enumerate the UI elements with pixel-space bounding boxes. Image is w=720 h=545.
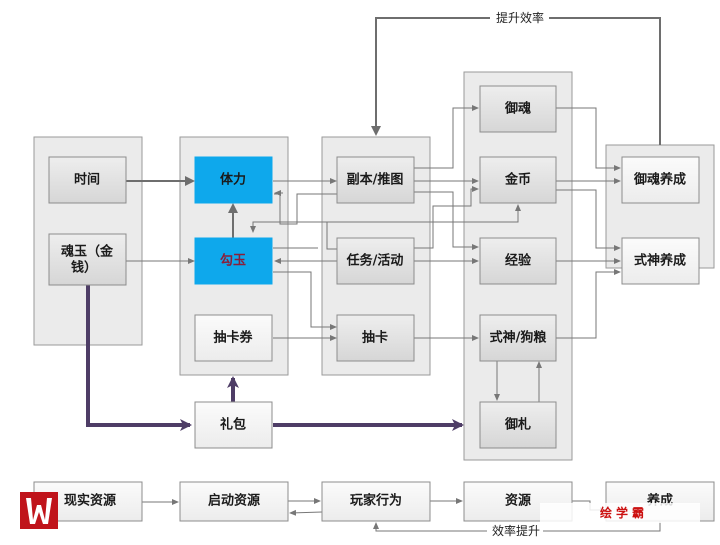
watermark-band [540, 503, 700, 523]
node-yuhun-label: 御魂 [504, 101, 531, 117]
watermark-text: 绘学霸 [600, 505, 648, 520]
legend-loop-left [373, 522, 487, 532]
node-time[interactable]: 时间 [48, 156, 127, 204]
node-shikigami-label: 式神/狗粮 [490, 330, 548, 346]
node-draw-label: 抽卡 [362, 330, 388, 346]
node-magatama-label: 勾玉 [220, 253, 246, 269]
node-yuhun-dev[interactable]: 御魂养成 [621, 156, 700, 204]
edge-shikigami-shikidev [556, 269, 621, 339]
node-ticket[interactable]: 抽卡券 [194, 314, 273, 362]
node-shikigami[interactable]: 式神/狗粮 [479, 314, 557, 362]
node-yuhun[interactable]: 御魂 [479, 85, 557, 133]
edge-yuhun-yuhundev [556, 107, 621, 171]
legend-player-behavior-label: 玩家行为 [350, 493, 402, 509]
node-shiki-dev[interactable]: 式神养成 [621, 237, 700, 285]
legend-resources-label: 资源 [505, 493, 531, 509]
legend-loop-right [543, 520, 661, 532]
node-soul-jade-label-2: 钱） [71, 260, 97, 276]
legend-start-resources-label: 启动资源 [208, 493, 260, 509]
node-quest[interactable]: 任务/活动 [336, 237, 415, 285]
node-exp-label: 经验 [505, 253, 532, 269]
legend-player-behavior: 玩家行为 [321, 481, 431, 522]
node-stamina[interactable]: 体力 [194, 156, 273, 204]
node-shiki-dev-label: 式神养成 [634, 253, 686, 269]
node-draw[interactable]: 抽卡 [336, 314, 415, 362]
node-ofuda[interactable]: 御札 [479, 401, 557, 449]
legend-start-resources: 启动资源 [179, 481, 289, 522]
node-gold[interactable]: 金币 [479, 156, 557, 204]
top-loop-label-bg [490, 10, 549, 26]
node-gold-label: 金币 [504, 172, 531, 188]
node-ofuda-label: 御札 [504, 417, 531, 433]
node-dungeon[interactable]: 副本/推图 [336, 156, 415, 204]
edge-gold-shikidev [556, 189, 621, 251]
edge-dungeon-yuhun [414, 105, 479, 169]
node-magatama[interactable]: 勾玉 [194, 237, 273, 285]
node-dungeon-label: 副本/推图 [347, 172, 404, 188]
edge-top-loop-right [549, 17, 661, 145]
node-exp[interactable]: 经验 [479, 237, 557, 285]
edge-quest-gold [414, 186, 479, 249]
edge-soul-jade-gift [86, 284, 192, 431]
node-soul-jade-label-1: 魂玉（金 [61, 244, 114, 260]
node-gift[interactable]: 礼包 [194, 401, 273, 449]
node-time-label: 时间 [74, 172, 100, 188]
node-gift-label: 礼包 [220, 417, 246, 433]
edge-magatama-draw [273, 271, 337, 330]
node-soul-jade[interactable]: 魂玉（金 钱） [48, 233, 127, 286]
w-logo-icon [20, 492, 58, 529]
top-loop-label: 提升效率 [496, 10, 544, 25]
node-ticket-label: 抽卡券 [213, 330, 253, 346]
legend-edge-2-back [289, 509, 323, 516]
node-quest-label: 任务/活动 [346, 253, 404, 269]
legend-loop-label: 效率提升 [492, 523, 540, 538]
edge-top-loop-left [371, 17, 490, 136]
node-yuhun-dev-label: 御魂养成 [633, 172, 686, 188]
edge-dungeon-exp [414, 191, 479, 250]
node-stamina-label: 体力 [220, 172, 246, 188]
legend-real-resources-label: 现实资源 [64, 493, 116, 509]
edge-to-gold-bottom [318, 204, 521, 223]
